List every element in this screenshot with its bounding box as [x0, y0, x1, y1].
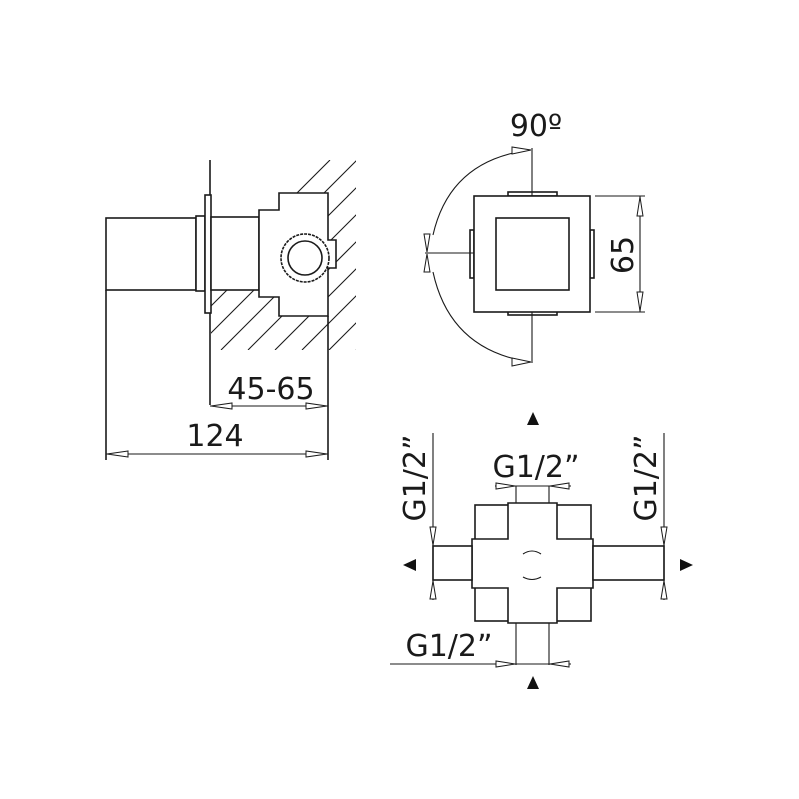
dim-plate-size-label: 65 — [606, 236, 641, 274]
dim-wall-depth-label: 45-65 — [227, 372, 314, 407]
hatch-line — [247, 160, 356, 350]
flange-plate — [204, 194, 212, 314]
hatch-line — [274, 160, 356, 350]
center-mark — [522, 550, 542, 581]
hatch-line — [301, 160, 356, 350]
front-view: 90º 65 — [423, 109, 645, 367]
outlet-right — [592, 545, 665, 581]
dim-total-length: 124 — [106, 419, 328, 458]
spindle-body — [210, 216, 260, 291]
outlet-thread — [280, 233, 330, 283]
flow-arrow-right-icon — [680, 559, 693, 571]
dim-plate-size: 65 — [595, 195, 645, 313]
thread-bottom-label: G1/2” — [405, 629, 492, 664]
inlet-left — [432, 545, 473, 581]
knob-square — [495, 217, 570, 291]
knob — [105, 217, 197, 291]
valve-body — [258, 192, 337, 317]
side-view: 45-65 124 — [105, 160, 356, 460]
flow-arrow-left-icon — [403, 559, 416, 571]
connection-view: G1/2” G1/2” G1/2” G1/2” — [390, 412, 693, 689]
rotation-arc — [423, 146, 532, 367]
thread-left-label: G1/2” — [398, 434, 433, 521]
flow-arrow-up-icon — [527, 412, 539, 425]
outlet-bore — [287, 240, 323, 276]
dim-total-length-label: 124 — [186, 419, 243, 454]
dim-wall-depth: 45-65 — [210, 372, 328, 410]
flow-arrow-bottom-icon — [527, 676, 539, 689]
cross-body — [471, 502, 594, 624]
thread-right-label: G1/2” — [629, 434, 664, 521]
thread-top-label: G1/2” — [492, 450, 579, 485]
knob-ring — [195, 215, 206, 292]
rotation-angle-label: 90º — [510, 109, 562, 144]
